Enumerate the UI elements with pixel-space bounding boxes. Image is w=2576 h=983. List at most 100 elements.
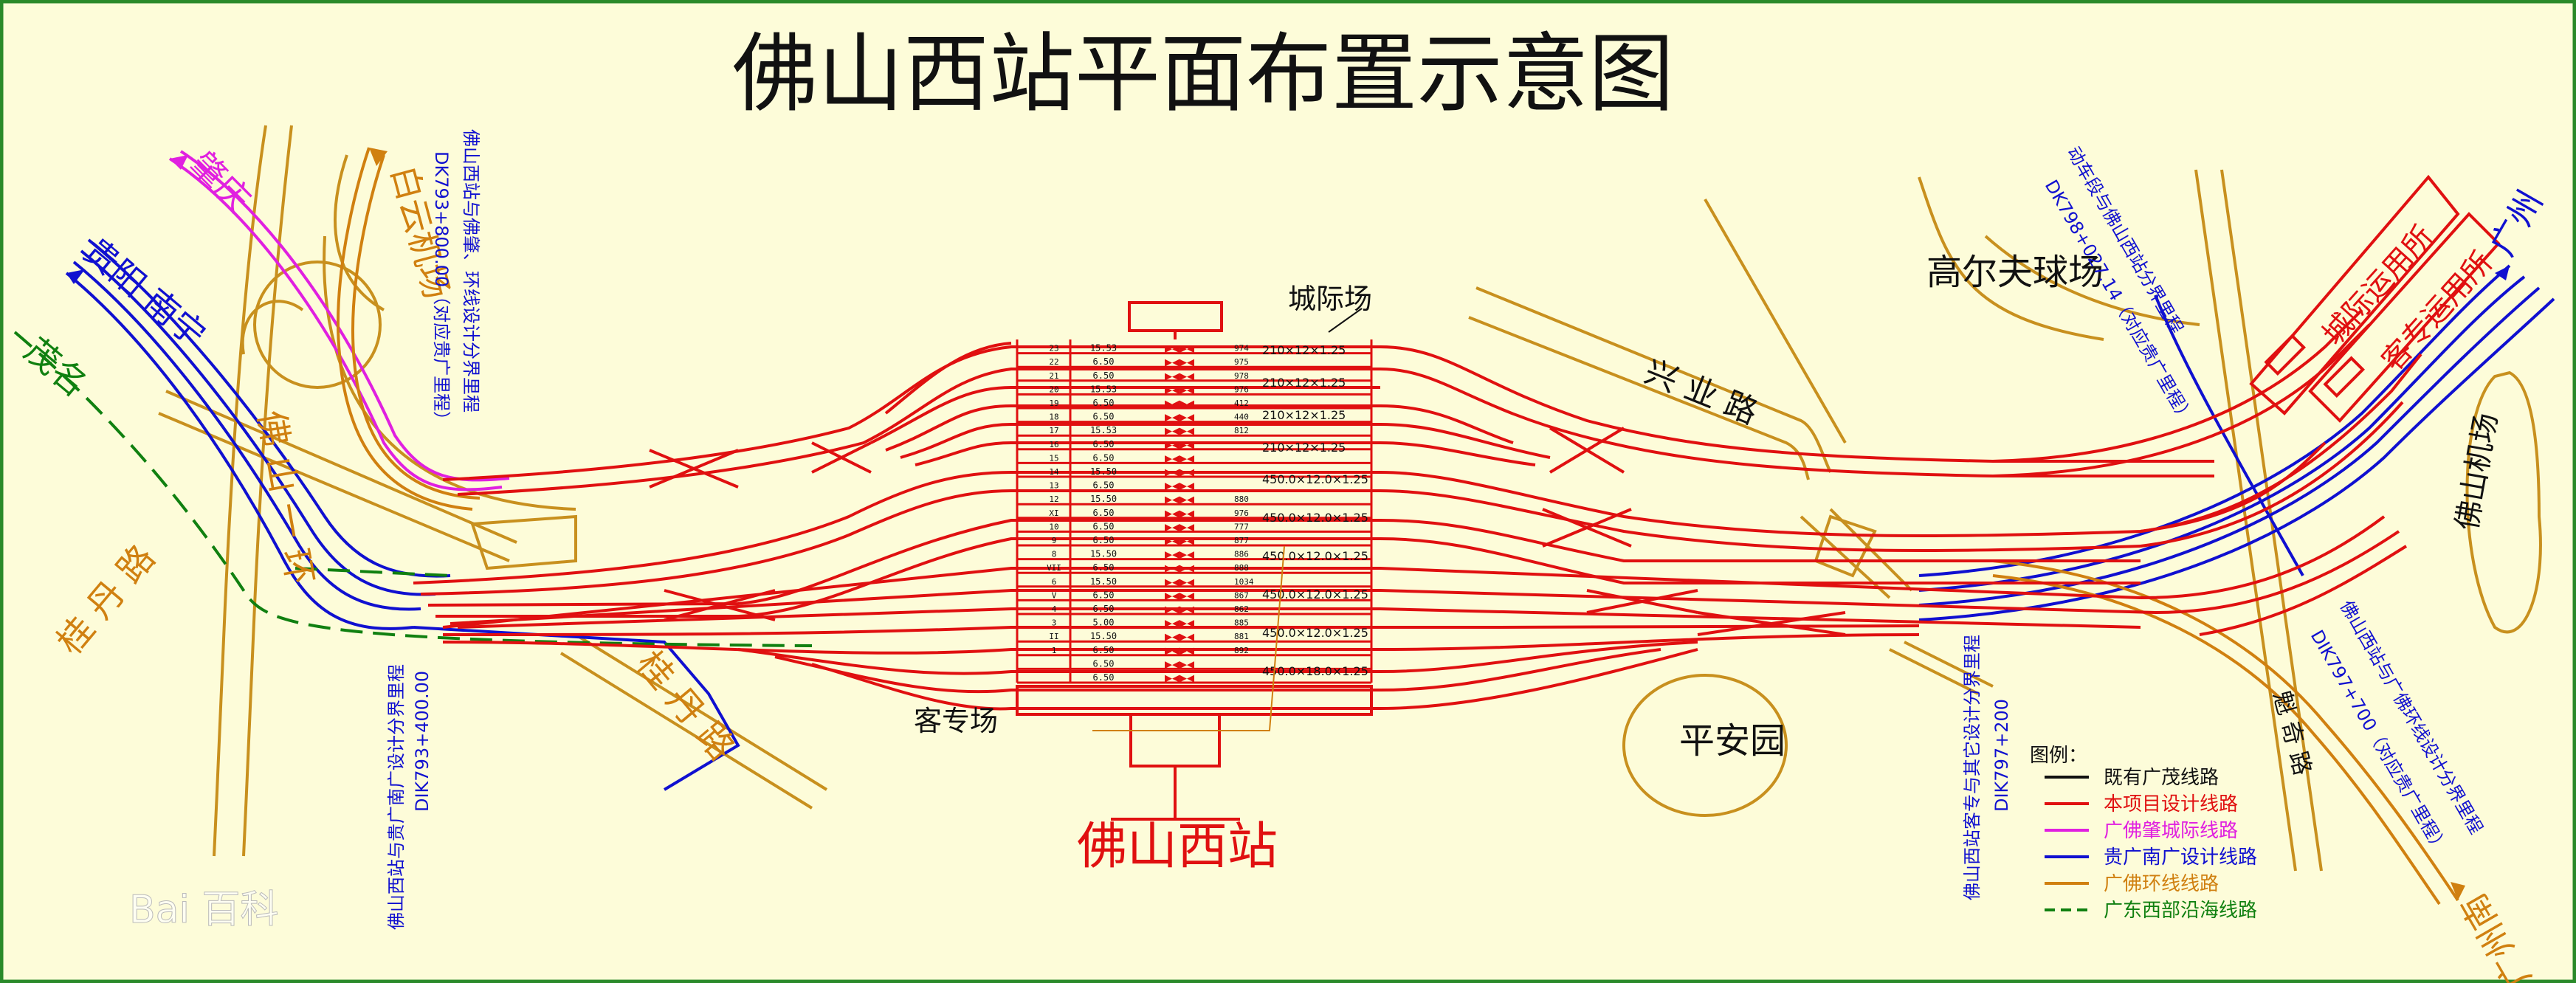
station-building [1016, 301, 1373, 821]
legend-label: 广东西部沿海线路 [2104, 900, 2257, 922]
platform-code: 975 [1234, 357, 1249, 367]
page-title: 佛山西站平面布置示意图 [732, 24, 1674, 124]
platform-size-label: 450.0×18.0×1.25 [1262, 664, 1368, 678]
passage-marker: ▶◀▶◀ [1165, 467, 1194, 478]
passage-marker: ▶◀▶◀ [1165, 563, 1194, 574]
passage-marker: ▶◀▶◀ [1165, 494, 1194, 506]
platform-code: 978 [1234, 371, 1249, 381]
platform-size-label: 450.0×12.0×1.25 [1262, 511, 1368, 525]
platform-code: 440 [1234, 413, 1249, 422]
boundary-bottom-left-2: DIK793+400.00 [412, 671, 433, 812]
platform-code: 888 [1234, 563, 1249, 573]
track-number: 8 [1052, 550, 1057, 559]
depots [2249, 174, 2501, 423]
platform-distance: 15.50 [1090, 576, 1117, 587]
platform-code: 812 [1234, 426, 1249, 435]
passage-marker: ▶◀▶◀ [1165, 426, 1194, 437]
legend-label: 本项目设计线路 [2104, 793, 2238, 815]
platform-code: 877 [1234, 536, 1249, 545]
platform-size-label: 450.0×12.0×1.25 [1262, 587, 1368, 601]
platform-distance: 15.53 [1090, 384, 1117, 394]
platform-distance: 6.50 [1093, 658, 1115, 669]
platform-distance: 6.50 [1093, 412, 1115, 422]
platform-code: 777 [1234, 522, 1249, 531]
platform-code: 886 [1234, 550, 1249, 559]
platform-code: 412 [1234, 399, 1249, 408]
legend: 图例： 既有广茂线路本项目设计线路广佛肇城际线路贵广南广设计线路广佛环线线路广东… [2030, 745, 2257, 922]
passage-marker: ▶◀▶◀ [1165, 384, 1194, 396]
legend-label: 广佛肇城际线路 [2104, 820, 2238, 842]
legend-title: 图例： [2030, 745, 2087, 767]
platform-code: 867 [1234, 590, 1249, 600]
intercity-yard-label: 城际场 [1288, 283, 1372, 315]
platform-code: 976 [1234, 508, 1249, 518]
legend-label: 广佛环线线路 [2104, 873, 2219, 895]
legend-label: 既有广茂线路 [2104, 767, 2219, 789]
platform-distance: 6.50 [1093, 480, 1115, 491]
platform-distance: 6.50 [1093, 604, 1115, 614]
track-number: XI [1049, 508, 1058, 518]
track-number: II [1049, 632, 1058, 641]
passage-marker: ▶◀▶◀ [1165, 508, 1194, 520]
track-number: 16 [1049, 440, 1058, 449]
platform-size-label: 210×12×1.25 [1262, 343, 1346, 357]
track-number: 4 [1052, 604, 1057, 614]
orange-line [337, 147, 473, 511]
platform-distance: 5.00 [1093, 618, 1115, 628]
platform-distance: 6.50 [1093, 439, 1115, 449]
track-number: 12 [1049, 494, 1058, 504]
track-number: V [1052, 590, 1057, 600]
intercity-depot-box [2249, 174, 2460, 415]
platform-size-label: 210×12×1.25 [1262, 376, 1346, 390]
track-number: 19 [1049, 399, 1058, 408]
passage-marker: ▶◀▶◀ [1165, 357, 1194, 368]
external-lines [13, 147, 2555, 906]
passage-marker: ▶◀▶◀ [1165, 413, 1194, 424]
platform-distance: 6.50 [1093, 672, 1115, 683]
platform-code: 974 [1234, 344, 1249, 353]
track-number: 9 [1052, 536, 1057, 545]
platform-distance: 6.50 [1093, 645, 1115, 655]
platform-distance: 6.50 [1093, 356, 1115, 367]
platform-size-label: 450.0×12.0×1.25 [1262, 549, 1368, 563]
boundary-top-left-1: 佛山西站与佛肇、环线设计分界里程 [461, 129, 481, 413]
platform-distance: 6.50 [1093, 521, 1115, 531]
track-number: 13 [1049, 481, 1058, 491]
platform-size-label: 450.0×12.0×1.25 [1262, 626, 1368, 640]
track-number: 14 [1049, 467, 1059, 477]
green-line [13, 331, 813, 647]
station-name: 佛山西站 [1077, 818, 1278, 876]
track-number: 17 [1049, 426, 1058, 435]
boundary-middle-right-2: DIK797+200 [1991, 699, 2012, 812]
platform-distance: 15.50 [1090, 549, 1117, 559]
passage-marker: ▶◀▶◀ [1165, 481, 1194, 492]
platform-code: 1034 [1234, 577, 1254, 587]
passenger-yard-label: 客专场 [914, 705, 998, 737]
platform-code: 976 [1234, 384, 1249, 394]
passage-marker: ▶◀▶◀ [1165, 659, 1194, 670]
track-number: 21 [1049, 371, 1058, 381]
platform-distance: 6.50 [1093, 370, 1115, 381]
watermark: Bai 百科 [129, 888, 279, 932]
platform-distance: 15.50 [1090, 631, 1117, 641]
passage-marker: ▶◀▶◀ [1165, 604, 1194, 615]
boundary-top-left-2: DK793+800.00（对应贵广里程） [431, 151, 452, 429]
passage-marker: ▶◀▶◀ [1165, 590, 1194, 601]
platform-code: 862 [1234, 604, 1249, 614]
platform-distance: 6.50 [1093, 452, 1115, 463]
track-number: 3 [1052, 618, 1057, 628]
platform-distance: 6.50 [1093, 562, 1115, 573]
passage-marker: ▶◀▶◀ [1165, 618, 1194, 630]
passage-marker: ▶◀▶◀ [1165, 399, 1194, 410]
platform-size-label: 210×12×1.25 [1262, 441, 1346, 455]
platform-size-label: 450.0×12.0×1.25 [1262, 472, 1368, 486]
track-number: 20 [1049, 384, 1058, 394]
boundary-middle-right-1: 佛山西站客专与其它设计分界里程 [1962, 635, 1983, 900]
platform-code: 885 [1234, 618, 1249, 628]
blue-line-right [1918, 264, 2511, 577]
passage-marker: ▶◀▶◀ [1165, 646, 1194, 657]
roads [158, 125, 2542, 872]
platform-distance: 6.50 [1093, 590, 1115, 600]
